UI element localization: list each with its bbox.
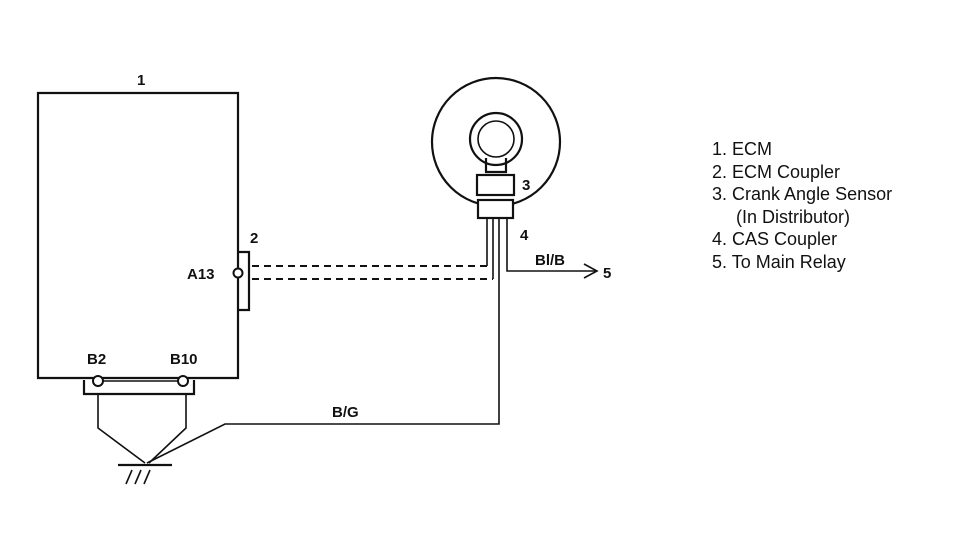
pin-b10-label: B10 bbox=[170, 351, 198, 368]
ecm-number: 1 bbox=[137, 72, 145, 89]
ecm-coupler bbox=[238, 250, 251, 312]
pin-a13-terminal bbox=[232, 267, 244, 279]
pin-b10-terminal bbox=[177, 375, 189, 387]
ground-bus bbox=[82, 380, 196, 396]
coupler-number: 2 bbox=[250, 230, 258, 247]
cas-number: 4 bbox=[520, 227, 529, 244]
sensor-stem bbox=[484, 158, 508, 174]
ecm-box bbox=[36, 91, 240, 380]
cas-coupler bbox=[476, 198, 515, 220]
pin-a13-label: A13 bbox=[187, 266, 215, 283]
wire-bg-label: B/G bbox=[332, 404, 359, 421]
relay-wire bbox=[506, 218, 596, 272]
distributor-center-ring bbox=[468, 111, 524, 167]
relay-arrow bbox=[583, 263, 599, 279]
ground-wire-b2 bbox=[97, 394, 146, 464]
component-legend: 1. ECM 2. ECM Coupler 3. Crank Angle Sen… bbox=[712, 138, 892, 273]
ground-wire-b10 bbox=[148, 394, 187, 464]
legend-item-ecm-coupler: 2. ECM Coupler bbox=[712, 161, 841, 182]
relay-number: 5 bbox=[603, 265, 611, 282]
sensor-number: 3 bbox=[522, 177, 530, 194]
wire-blb-label: Bl/B bbox=[535, 252, 565, 269]
ground-wire-bg bbox=[146, 218, 500, 464]
legend-item-crank-angle-sensor-note: (In Distributor) bbox=[736, 206, 851, 227]
pin-b2-terminal bbox=[92, 375, 104, 387]
legend-item-ecm: 1. ECM bbox=[712, 139, 773, 159]
pin-b2-label: B2 bbox=[87, 351, 106, 368]
legend-item-crank-angle-sensor: 3. Crank Angle Sensor bbox=[712, 184, 893, 204]
legend-item-cas-coupler: 4. CAS Coupler bbox=[712, 229, 838, 249]
distributor-inner-ring bbox=[477, 120, 515, 158]
ground-symbol bbox=[118, 463, 172, 485]
legend-item-main-relay: 5. To Main Relay bbox=[712, 251, 846, 272]
crank-angle-sensor bbox=[475, 173, 516, 197]
